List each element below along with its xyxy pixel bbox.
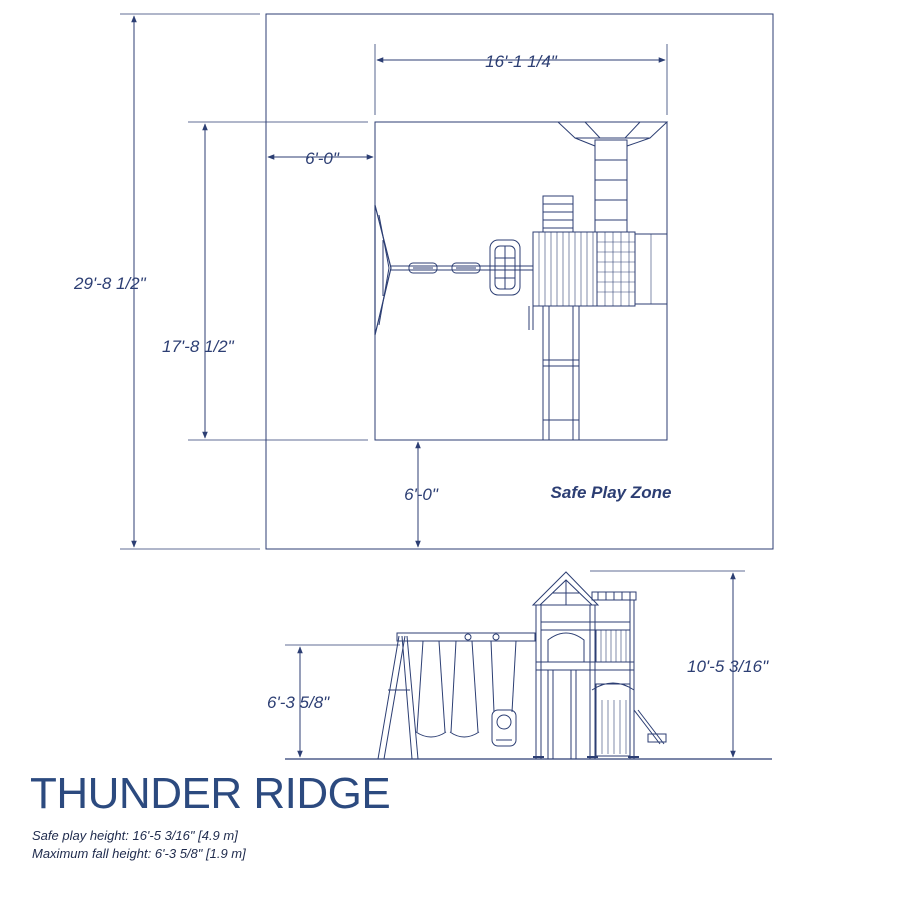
climbing-ramp-plan — [556, 121, 669, 233]
tower-plan — [596, 231, 668, 307]
safe-play-zone-outline — [265, 13, 774, 550]
swing-aframe-plan — [374, 204, 392, 336]
dimension-lines — [131, 15, 666, 548]
extension-lines — [120, 13, 668, 550]
total-height-label: 10'-5 3/16" — [687, 657, 769, 676]
product-title: THUNDER RIDGE — [30, 769, 391, 818]
plan-view — [120, 13, 774, 550]
slide-plan — [542, 305, 580, 441]
safe-play-zone-label: Safe Play Zone — [551, 483, 672, 502]
deck-plan — [528, 231, 598, 330]
plan-labels: 29'-8 1/2" 17'-8 1/2" 16'-1 1/4" 6'-0" 6… — [73, 52, 671, 504]
structure-depth-label: 17'-8 1/2" — [162, 337, 235, 356]
belt-swing-1 — [415, 640, 447, 738]
max-fall-height-text: Maximum fall height: 6'-3 5/8" [1.9 m] — [32, 846, 246, 861]
belt-swing-2 — [449, 640, 480, 738]
glider-swing-elevation — [490, 640, 517, 747]
swing-frame-elevation — [377, 632, 536, 760]
left-clearance-label: 6'-0" — [305, 149, 340, 168]
elevation-labels: 6'-3 5/8" 10'-5 3/16" — [267, 657, 769, 712]
bottom-clearance-label: 6'-0" — [404, 485, 439, 504]
overall-depth-label: 29'-8 1/2" — [73, 274, 147, 293]
ladder-plan — [542, 195, 574, 233]
fall-height-label: 6'-3 5/8" — [267, 693, 330, 712]
glider-swing-plan — [489, 239, 521, 296]
swing-beam-plan — [391, 262, 533, 274]
safe-play-height-text: Safe play height: 16'-5 3/16" [4.9 m] — [32, 828, 238, 843]
structure-footprint — [374, 121, 668, 441]
fort-elevation — [531, 571, 667, 760]
elevation-view — [285, 570, 772, 760]
structure-width-label: 16'-1 1/4" — [485, 52, 558, 71]
